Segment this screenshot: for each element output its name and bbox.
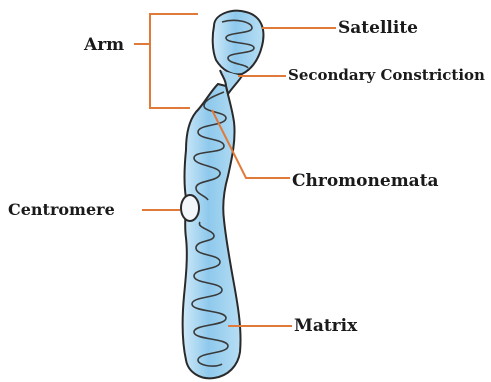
- label-arm: Arm: [83, 35, 124, 55]
- label-matrix: Matrix: [294, 316, 358, 336]
- label-secondary-constriction: Secondary Constriction: [288, 66, 485, 84]
- arm-bracket-line: [150, 14, 198, 108]
- chromosome: [181, 11, 263, 379]
- chromosome-arm-body: [183, 84, 241, 378]
- centromere-body: [181, 195, 199, 221]
- label-centromere: Centromere: [8, 200, 115, 219]
- label-chromonemata: Chromonemata: [292, 171, 439, 191]
- label-satellite: Satellite: [338, 18, 418, 38]
